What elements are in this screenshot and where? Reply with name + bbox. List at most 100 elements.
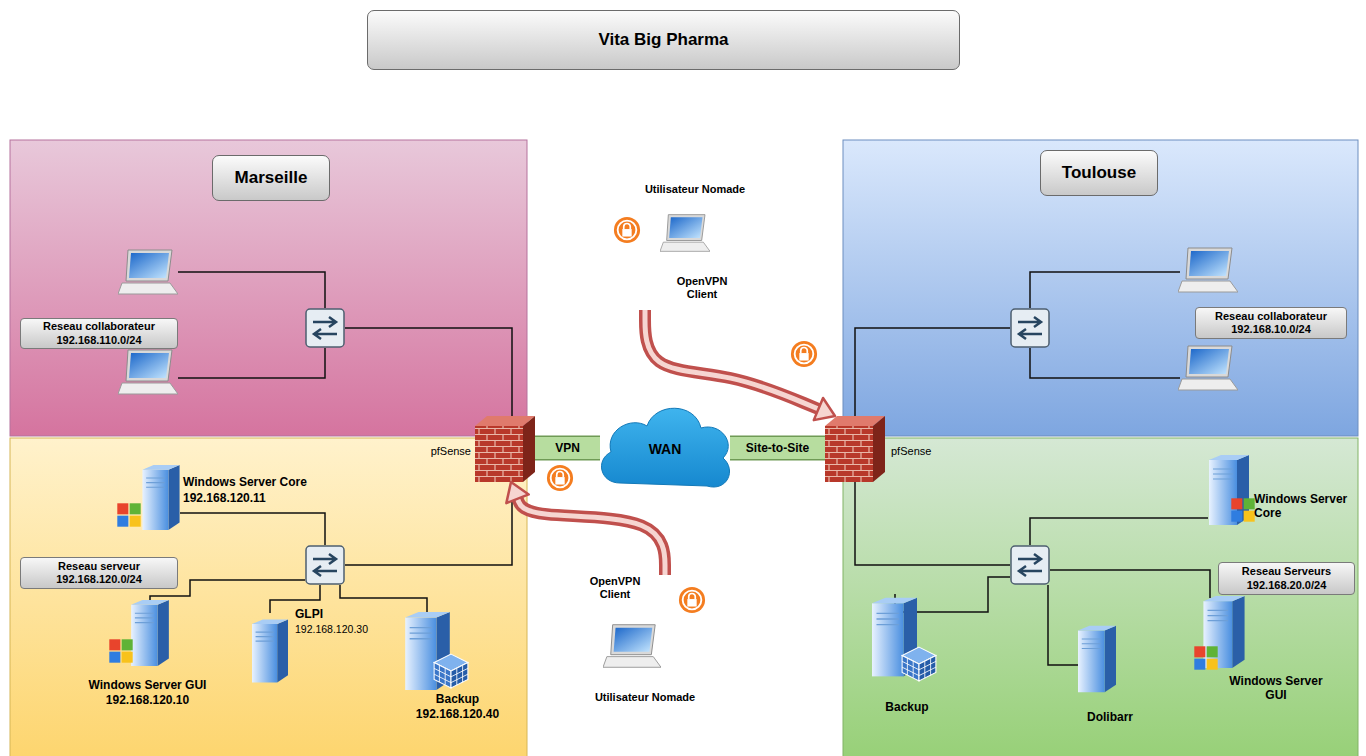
caption: pfSense <box>891 445 941 458</box>
node-label: GLPI <box>295 607 388 621</box>
network-cable <box>178 272 325 308</box>
site-heading: Toulouse <box>1040 150 1158 196</box>
firewall-icon <box>475 416 535 482</box>
node-label: OpenVPN Client <box>670 275 734 301</box>
network-cable <box>1030 272 1180 308</box>
network-node: pfSense <box>825 416 885 482</box>
network-node: WAN <box>600 405 730 493</box>
network-label: Reseau serveur 192.168.120.0/24 <box>20 557 178 589</box>
lock-icon <box>679 587 705 613</box>
network-cables <box>150 272 1210 665</box>
switch-icon <box>306 546 344 584</box>
node-label: Windows Server Core <box>1254 492 1352 521</box>
node-label: Reseau Serveurs 192.168.20.0/24 <box>1219 563 1354 594</box>
connector-core <box>518 499 665 575</box>
network-label: Reseau collaborateur 192.168.10.0/24 <box>1195 307 1347 339</box>
link-label: Site-to-Site <box>744 441 811 455</box>
site-zone <box>843 140 1358 436</box>
openvpn-arrow <box>645 310 835 420</box>
network-cable <box>855 328 1010 416</box>
network-node: Utilisateur NomadeOpenVPN Client <box>625 183 765 310</box>
network-node: Windows Server Core <box>1200 452 1352 527</box>
network-node: GLPI 192.168.120.30 <box>248 605 390 690</box>
network-cable <box>178 348 325 378</box>
node-label: Reseau collaborateur 192.168.110.0/24 <box>21 319 177 348</box>
network-cable <box>345 482 512 565</box>
laptop-icon <box>1178 248 1238 292</box>
network-node: Dolibarr <box>1070 622 1150 727</box>
site-zone <box>10 140 527 436</box>
connector-core <box>645 310 818 409</box>
node-label: Utilisateur Nomade <box>625 183 765 196</box>
node-label: WAN <box>600 441 730 458</box>
node-label: Dolibarr <box>1070 710 1150 724</box>
switch-icon <box>306 309 344 347</box>
network-node: Backup192.168.120.40 <box>395 608 520 723</box>
laptop-icon <box>118 250 178 294</box>
network-cable <box>180 513 325 545</box>
laptop-icon <box>660 215 710 252</box>
caption: 192.168.120.30 <box>295 623 388 636</box>
openvpn-arrow <box>506 482 665 575</box>
node-label: Utilisateur Nomade <box>570 691 720 704</box>
network-cable <box>1030 348 1180 378</box>
connector-core <box>535 437 600 459</box>
laptop-icon <box>118 350 178 394</box>
network-node: Windows Server GUI192.168.120.10 <box>55 598 240 708</box>
network-cable <box>1030 518 1208 545</box>
network-node: ToulouseReseau collaborateur 192.168.10.… <box>843 140 1358 436</box>
lock-icon <box>791 341 817 367</box>
connector-outline <box>535 436 600 461</box>
node-label: Windows Server Core <box>183 475 321 489</box>
network-label: Reseau collaborateur 192.168.110.0/24 <box>20 318 178 349</box>
network-node: MarseilleReseau collaborateur 192.168.11… <box>10 140 527 436</box>
network-cable <box>340 585 427 613</box>
node-label: Backup <box>395 692 520 706</box>
windows-logo <box>1194 646 1217 669</box>
caption: pfSense <box>421 445 471 458</box>
title-box: Vita Big Pharma <box>367 10 960 70</box>
connector-outline <box>645 310 818 409</box>
connector-outline <box>518 499 665 575</box>
network-cable <box>1048 585 1078 665</box>
server-icon <box>1078 626 1116 693</box>
network-label: Reseau Serveurs 192.168.20.0/24 <box>1218 562 1355 595</box>
laptop-icon <box>603 625 661 668</box>
server-icon <box>1209 455 1249 525</box>
node-label: OpenVPN Client <box>580 575 650 601</box>
network-node: pfSense <box>475 416 535 482</box>
firewall-icon <box>825 416 885 482</box>
storage-cube <box>902 647 936 681</box>
server-icon <box>142 465 179 530</box>
server-icon <box>131 600 169 666</box>
arrow-head <box>506 482 528 503</box>
site-heading: Marseille <box>212 155 330 201</box>
laptop-icon <box>1178 346 1238 390</box>
arrow-head <box>814 398 835 420</box>
network-node: Windows Server GUI <box>1195 592 1345 722</box>
server-icon <box>252 620 288 683</box>
network-cable <box>1050 570 1210 598</box>
windows-logo <box>109 639 132 662</box>
windows-logo <box>117 503 140 526</box>
server-zone <box>843 438 1358 756</box>
link-label: VPN <box>553 441 582 455</box>
node-label: Windows Server GUI <box>55 678 240 692</box>
lock-icon <box>614 217 640 243</box>
connector-outline <box>730 436 825 461</box>
node-label: Windows Server GUI <box>1223 674 1329 703</box>
windows-logo <box>1231 498 1254 521</box>
node-label: Reseau collaborateur 192.168.10.0/24 <box>1196 308 1346 338</box>
node-label: Backup <box>862 700 952 714</box>
node-label: 192.168.120.40 <box>395 707 520 721</box>
network-cable <box>855 482 1010 565</box>
server-zone <box>10 438 527 756</box>
node-label: 192.168.120.10 <box>55 693 240 707</box>
node-label: 192.168.120.11 <box>183 491 321 505</box>
lock-icon <box>547 465 573 491</box>
switch-icon <box>1011 309 1049 347</box>
